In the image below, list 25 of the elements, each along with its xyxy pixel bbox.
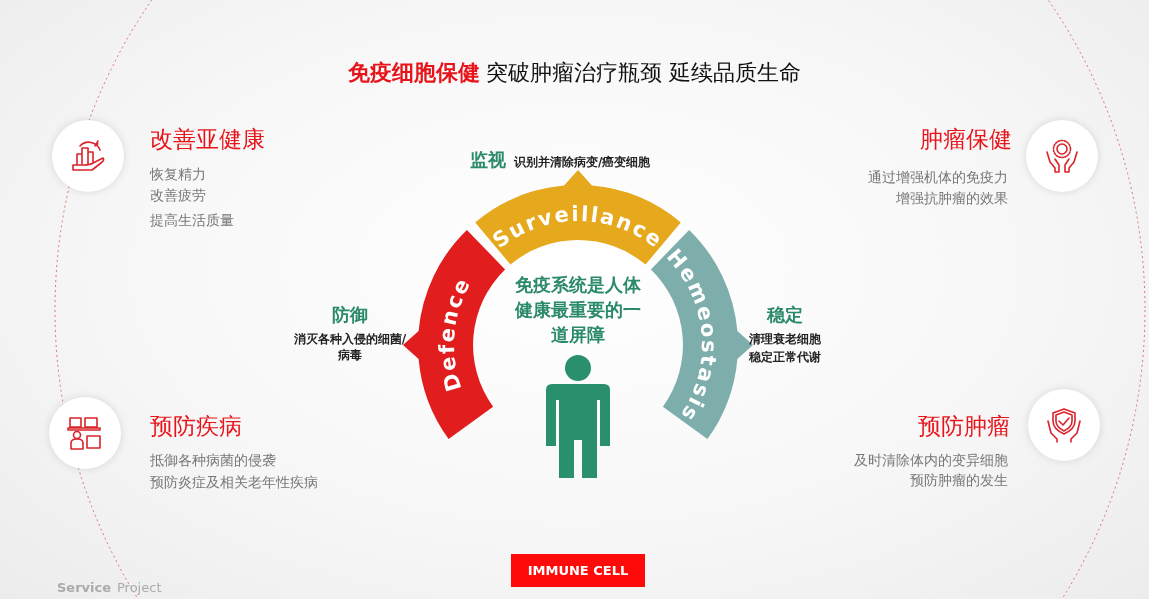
heading: 肿瘤保健 bbox=[920, 125, 1012, 154]
description: 预防肿瘤的发生 bbox=[910, 472, 1008, 490]
tag-box: IMMUNE CELL bbox=[511, 554, 645, 587]
description: 改善疲劳 bbox=[150, 187, 206, 205]
description: 清理衰老细胞 bbox=[748, 331, 822, 347]
description: 预防炎症及相关老年性疾病 bbox=[150, 474, 318, 492]
description: 识别并清除病变/癌变细胞 bbox=[514, 155, 651, 169]
description: 通过增强机体的免疫力 bbox=[868, 169, 1008, 187]
description: 恢复精力 bbox=[150, 166, 206, 184]
description: 增强抗肿瘤的效果 bbox=[896, 190, 1008, 208]
footer-text: Project bbox=[117, 580, 162, 595]
description: 抵御各种病菌的侵袭 bbox=[150, 452, 276, 470]
description: 及时清除体内的变异细胞 bbox=[854, 452, 1008, 470]
heading: 预防肿瘤 bbox=[918, 412, 1010, 441]
description: 消灭各种入侵的细菌/病毒 bbox=[292, 331, 408, 363]
heading: 改善亚健康 bbox=[150, 125, 265, 154]
heading: 防御 bbox=[331, 303, 369, 327]
heading: 稳定 bbox=[765, 303, 804, 327]
title: 免疫细胞保健 突破肿瘤治疗瓶颈 延续品质生命 bbox=[346, 59, 803, 87]
heading: 预防疾病 bbox=[150, 412, 242, 441]
footer-text: Service bbox=[57, 580, 112, 595]
description: 提高生活质量 bbox=[150, 212, 234, 230]
description: 稳定正常代谢 bbox=[748, 349, 822, 365]
center-text: 免疫系统是人体健康最重要的一道屏障 bbox=[513, 273, 642, 347]
heading: 监视 bbox=[470, 149, 506, 170]
